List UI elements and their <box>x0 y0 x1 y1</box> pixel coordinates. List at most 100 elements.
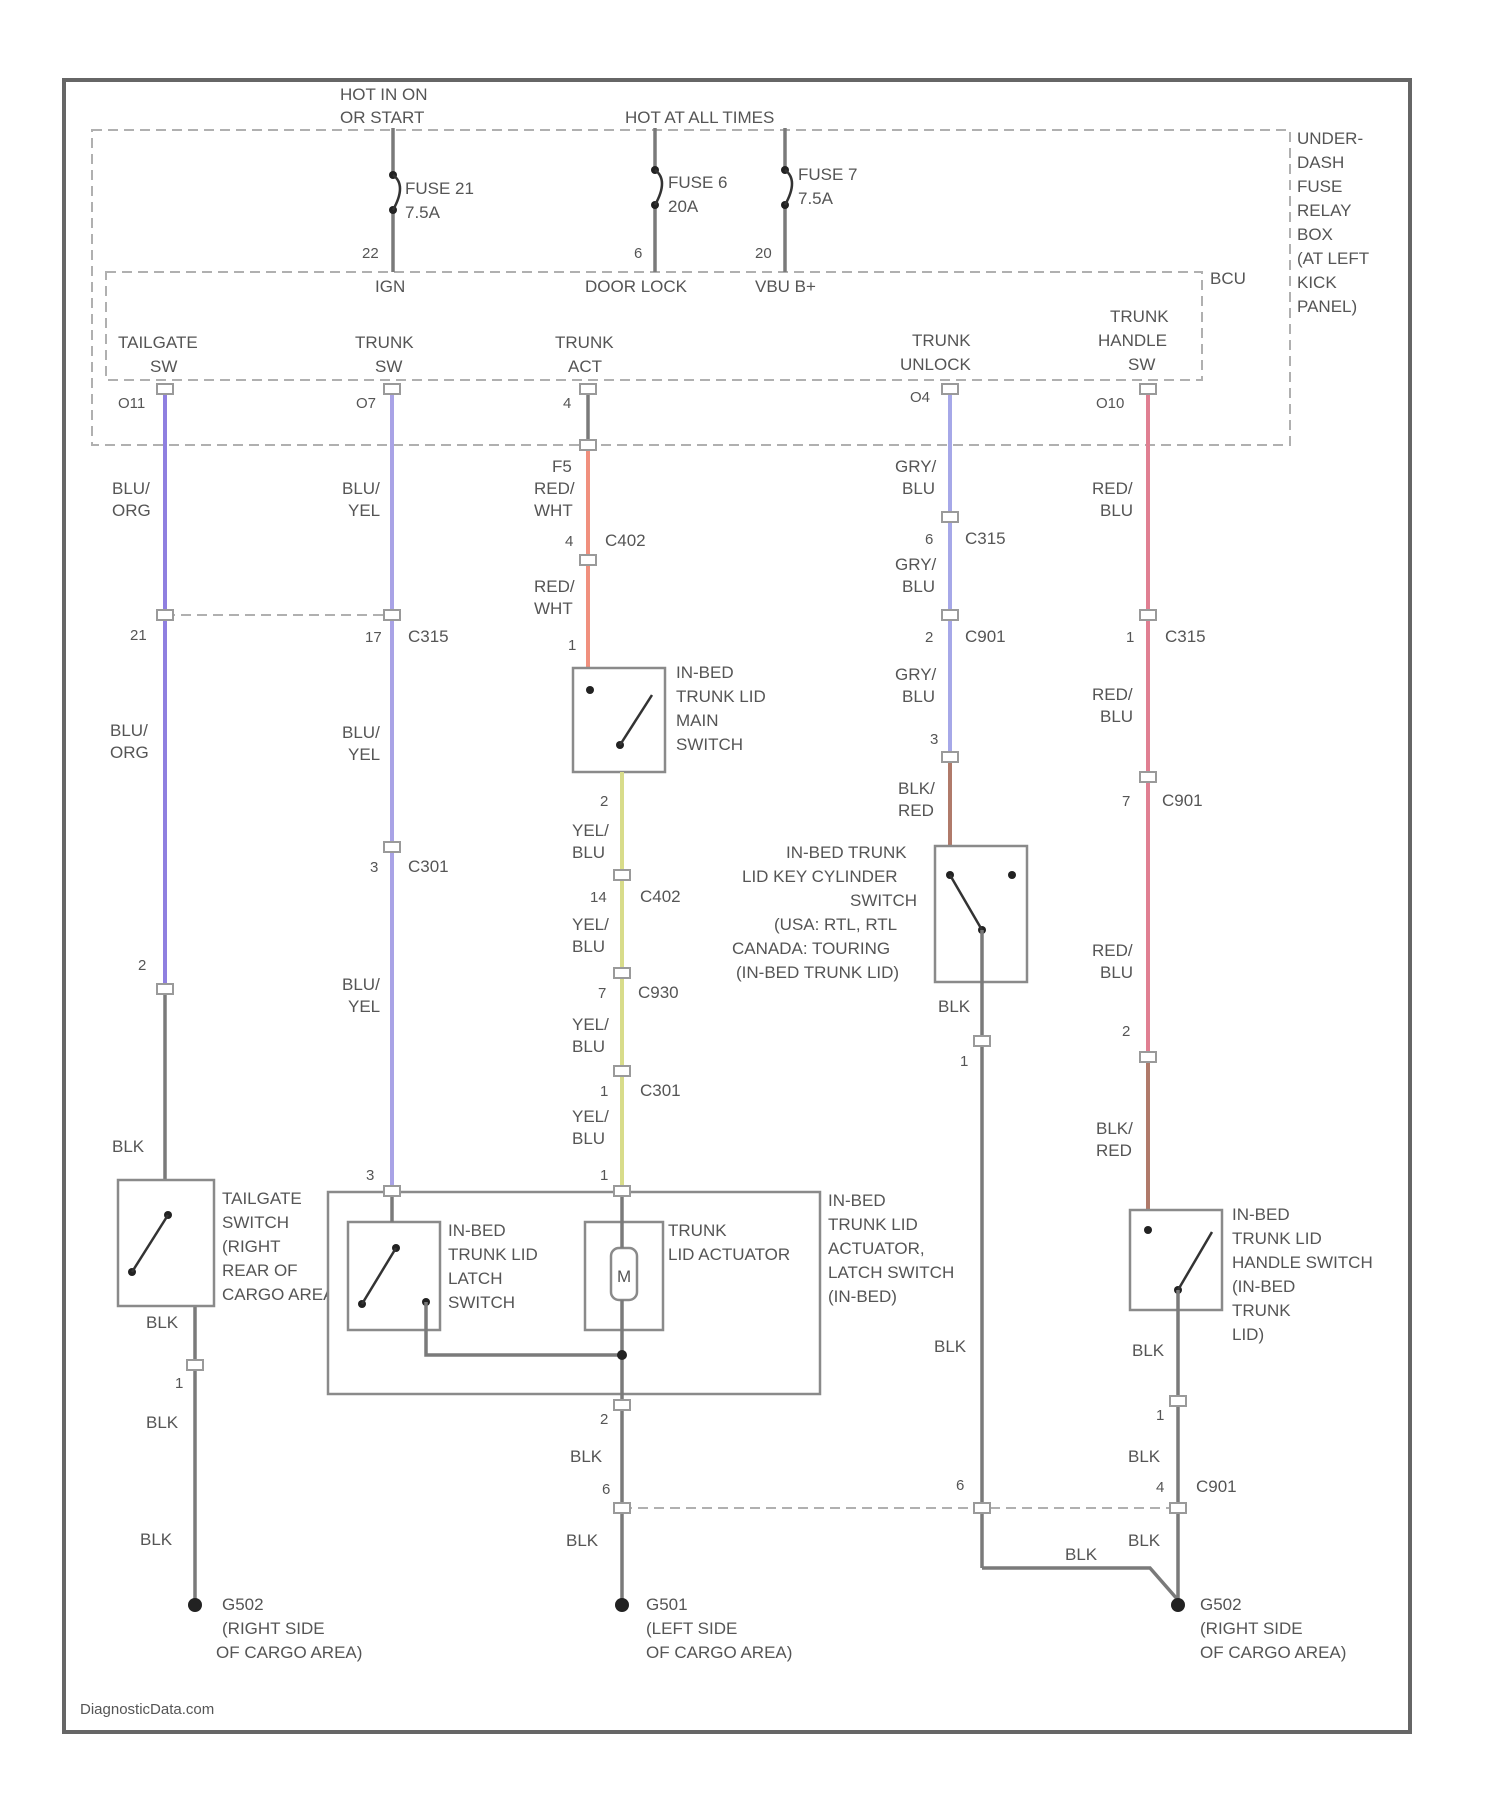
svg-text:TAILGATE: TAILGATE <box>118 333 198 352</box>
svg-text:TAILGATE: TAILGATE <box>222 1189 302 1208</box>
svg-text:3: 3 <box>366 1167 374 1184</box>
svg-text:LID ACTUATOR: LID ACTUATOR <box>668 1245 790 1264</box>
fuse7-label: FUSE 7 <box>798 165 858 184</box>
svg-text:BLK: BLK <box>566 1531 599 1550</box>
svg-text:BLU: BLU <box>902 479 935 498</box>
bcu-label: BCU <box>1210 269 1246 288</box>
svg-text:IN-BED: IN-BED <box>676 663 734 682</box>
svg-text:YEL/: YEL/ <box>572 915 609 934</box>
tailgate-switch-group: TAILGATE SWITCH (RIGHT REAR OF CARGO ARE… <box>118 1180 340 1306</box>
svg-text:YEL: YEL <box>348 501 380 520</box>
svg-text:F5: F5 <box>552 457 572 476</box>
hot-run-label-2: OR START <box>340 108 424 127</box>
svg-text:GRY/: GRY/ <box>895 665 937 684</box>
svg-text:BLU/: BLU/ <box>112 479 150 498</box>
svg-text:ACT: ACT <box>568 357 602 376</box>
svg-text:6: 6 <box>925 531 933 548</box>
ground-g501-label: G501 <box>646 1595 688 1614</box>
circuit-trunk-unlock: GRY/ BLU 6 C315 GRY/ BLU 2 C901 GRY/ BLU… <box>732 390 1178 1600</box>
svg-text:7: 7 <box>598 985 606 1002</box>
svg-text:BLK: BLK <box>938 997 971 1016</box>
svg-text:2: 2 <box>600 1411 608 1428</box>
bcu-pin-labels: TAILGATE SW TRUNK SW TRUNK ACT TRUNK UNL… <box>118 307 1169 412</box>
fuse21-label: FUSE 21 <box>405 179 474 198</box>
svg-text:BLK: BLK <box>1132 1341 1165 1360</box>
svg-text:1: 1 <box>175 1375 183 1392</box>
svg-text:TRUNK LID: TRUNK LID <box>1232 1229 1322 1248</box>
svg-text:3: 3 <box>370 859 378 876</box>
svg-text:YEL/: YEL/ <box>572 1015 609 1034</box>
svg-text:BLU: BLU <box>572 937 605 956</box>
svg-text:1: 1 <box>960 1053 968 1070</box>
svg-text:SWITCH: SWITCH <box>448 1293 515 1312</box>
svg-text:LATCH: LATCH <box>448 1269 502 1288</box>
svg-text:21: 21 <box>130 627 147 644</box>
fuse-box-label: UNDER- DASH FUSE RELAY BOX (AT LEFT KICK… <box>1297 129 1369 316</box>
svg-text:BLU: BLU <box>572 1037 605 1056</box>
fuse6-label: FUSE 6 <box>668 173 728 192</box>
svg-text:(RIGHT SIDE: (RIGHT SIDE <box>1200 1619 1303 1638</box>
ground-g502-left-label: G502 <box>222 1595 264 1614</box>
pin-22: 22 <box>362 245 379 262</box>
svg-text:BLU/: BLU/ <box>342 723 380 742</box>
svg-text:IN-BED: IN-BED <box>1232 1205 1290 1224</box>
svg-text:IN-BED: IN-BED <box>828 1191 886 1210</box>
svg-text:BLU: BLU <box>1100 963 1133 982</box>
svg-text:TRUNK LID: TRUNK LID <box>448 1245 538 1264</box>
svg-text:ACTUATOR,: ACTUATOR, <box>828 1239 925 1258</box>
svg-text:C402: C402 <box>640 887 681 906</box>
svg-text:C315: C315 <box>1165 627 1206 646</box>
svg-text:RED/: RED/ <box>534 479 575 498</box>
svg-text:SWITCH: SWITCH <box>222 1213 289 1232</box>
svg-text:6: 6 <box>602 1481 610 1498</box>
fuse7-icon <box>785 170 792 205</box>
svg-text:YEL/: YEL/ <box>572 821 609 840</box>
svg-text:O11: O11 <box>118 395 145 412</box>
svg-text:BLU: BLU <box>902 577 935 596</box>
pin-6: 6 <box>634 245 642 262</box>
svg-text:BLK: BLK <box>146 1413 179 1432</box>
svg-text:1: 1 <box>600 1083 608 1100</box>
svg-text:2: 2 <box>925 629 933 646</box>
hot-run-label-1: HOT IN ON <box>340 85 428 104</box>
svg-text:IN-BED TRUNK: IN-BED TRUNK <box>786 843 907 862</box>
svg-text:RED/: RED/ <box>534 577 575 596</box>
svg-text:C301: C301 <box>408 857 449 876</box>
svg-text:1: 1 <box>1126 629 1134 646</box>
svg-text:TRUNK: TRUNK <box>355 333 414 352</box>
svg-text:2: 2 <box>1122 1023 1130 1040</box>
svg-text:BLU: BLU <box>1100 501 1133 520</box>
svg-text:BLU/: BLU/ <box>342 975 380 994</box>
fuse7-rating: 7.5A <box>798 189 834 208</box>
svg-text:2: 2 <box>600 793 608 810</box>
svg-text:BLK: BLK <box>1065 1545 1098 1564</box>
svg-text:TRUNK: TRUNK <box>912 331 971 350</box>
svg-text:(IN-BED): (IN-BED) <box>828 1287 897 1306</box>
svg-text:BLU: BLU <box>572 843 605 862</box>
svg-text:BOX: BOX <box>1297 225 1333 244</box>
bcu-input-door-lock: DOOR LOCK <box>585 277 688 296</box>
bcu-input-ign: IGN <box>375 277 405 296</box>
fuse21-rating: 7.5A <box>405 203 441 222</box>
svg-text:BLK: BLK <box>1128 1531 1161 1550</box>
svg-text:BLU: BLU <box>572 1129 605 1148</box>
svg-text:4: 4 <box>1156 1479 1164 1496</box>
svg-text:4: 4 <box>565 533 573 550</box>
svg-text:1: 1 <box>568 637 576 654</box>
svg-text:ORG: ORG <box>110 743 149 762</box>
svg-text:4: 4 <box>563 395 571 412</box>
svg-text:SW: SW <box>1128 355 1155 374</box>
svg-text:UNDER-: UNDER- <box>1297 129 1363 148</box>
svg-text:(USA: RTL, RTL: (USA: RTL, RTL <box>774 915 897 934</box>
svg-text:RED: RED <box>898 801 934 820</box>
svg-text:SWITCH: SWITCH <box>676 735 743 754</box>
ground-g502-right-label: G502 <box>1200 1595 1242 1614</box>
svg-text:TRUNK: TRUNK <box>1110 307 1169 326</box>
svg-text:BLK/: BLK/ <box>898 779 935 798</box>
svg-text:RED/: RED/ <box>1092 941 1133 960</box>
ground-jumper-wire <box>982 1568 1178 1600</box>
svg-text:(IN-BED TRUNK LID): (IN-BED TRUNK LID) <box>736 963 899 982</box>
circuit-trunk-sw: BLU/ YEL 17 C315 BLU/ YEL 3 C301 BLU/ YE… <box>342 390 449 1190</box>
fuse6-rating: 20A <box>668 197 699 216</box>
